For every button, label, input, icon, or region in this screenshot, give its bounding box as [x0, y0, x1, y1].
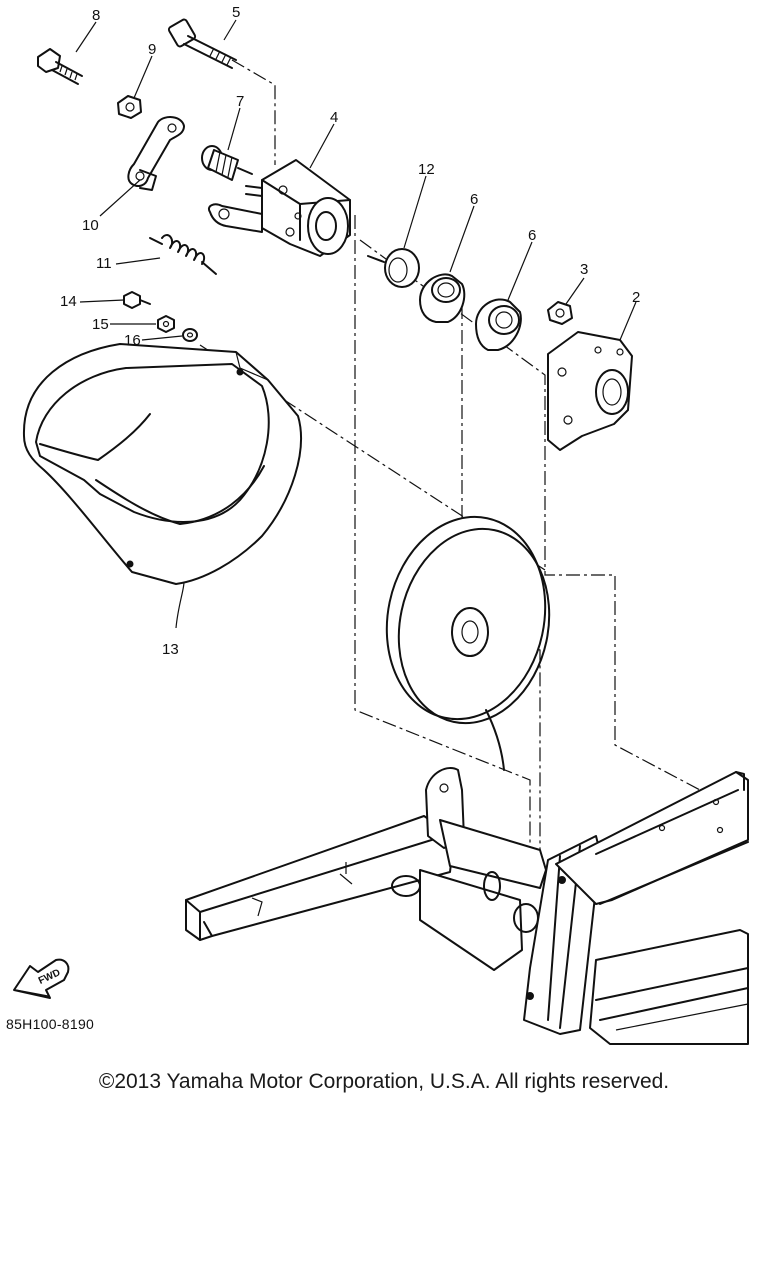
part-16-washer [182, 328, 198, 342]
callout-8: 8 [92, 7, 100, 24]
callout-6a: 6 [470, 191, 478, 208]
callout-12: 12 [418, 161, 435, 178]
chassis-frame [185, 767, 749, 1045]
part-7-screw [201, 145, 253, 181]
callout-6b: 6 [528, 227, 536, 244]
callout-14: 14 [60, 293, 77, 310]
callout-16: 16 [124, 332, 141, 349]
part-8-bolt [37, 48, 83, 85]
callout-7: 7 [236, 93, 244, 110]
part-4-bracket [208, 159, 351, 257]
part-2-plate [547, 331, 633, 451]
callout-9: 9 [148, 41, 156, 58]
callout-10: 10 [82, 217, 99, 234]
part-15-nut [157, 315, 175, 333]
parts-diagram: FWD 8 5 9 7 4 12 6 6 3 2 10 11 14 15 16 [13, 4, 749, 1045]
part-10-lever [127, 116, 185, 191]
callout-3: 3 [580, 261, 588, 278]
copyright-notice: ©2013 Yamaha Motor Corporation, U.S.A. A… [98, 1070, 670, 1093]
callout-15: 15 [92, 316, 109, 333]
callout-labels: 8 5 9 7 4 12 6 6 3 2 10 11 14 15 16 13 [60, 4, 640, 658]
leader-lines [75, 19, 637, 629]
exploded-view-svg: FWD 8 5 9 7 4 12 6 6 3 2 10 11 14 15 16 [13, 4, 749, 1045]
part-6-bushing-a [419, 273, 466, 323]
part-13-belt-guard [22, 343, 302, 585]
part-6-bushing-b [475, 298, 522, 351]
callout-13: 13 [162, 641, 179, 658]
pulley-disc [385, 515, 551, 771]
part-11-spring [149, 234, 217, 275]
callout-5: 5 [232, 4, 240, 21]
drawing-code: 85H100-8190 [6, 1016, 95, 1032]
part-12-cap [367, 248, 420, 288]
fwd-arrow-icon: FWD [13, 958, 70, 999]
part-9-nut [117, 95, 142, 119]
part-5-bolt [167, 18, 237, 69]
callout-4: 4 [330, 109, 338, 126]
part-14-screw [123, 291, 151, 309]
callout-2: 2 [632, 289, 640, 306]
callout-11: 11 [96, 255, 112, 272]
part-3-nut [547, 301, 573, 325]
